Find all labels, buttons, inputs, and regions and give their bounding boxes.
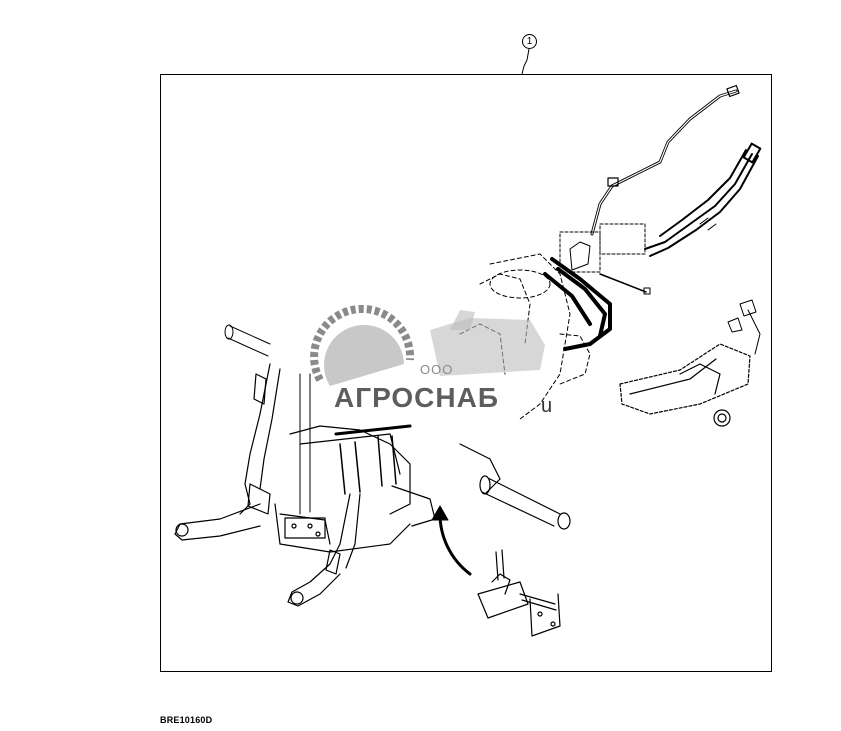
rear-axle-right: [459, 443, 571, 530]
watermark-suffix: u: [541, 395, 553, 417]
callout-number: 1: [522, 34, 537, 49]
control-handle: [619, 343, 751, 427]
illustration-frame: [160, 74, 772, 672]
hydraulic-pipe-upper: [590, 84, 740, 236]
lift-arm-right: [287, 493, 361, 607]
lift-cylinders: [334, 424, 412, 495]
rear-axle-left: [224, 324, 271, 357]
fittings: [727, 299, 761, 355]
watermark-brand-text: АГРОСНАБ: [334, 382, 499, 413]
figure-id: BRE10160D: [160, 715, 213, 725]
watermark-small-text: ООО: [420, 362, 454, 377]
lift-arm-left: [174, 363, 281, 541]
switch-bracket: [477, 549, 561, 637]
direction-arrow: [431, 505, 472, 576]
hydraulic-hoses: [644, 142, 762, 257]
hose-bundle: [543, 257, 612, 351]
hitch-assembly-drawing: [174, 84, 762, 637]
valve-block: [559, 223, 651, 295]
